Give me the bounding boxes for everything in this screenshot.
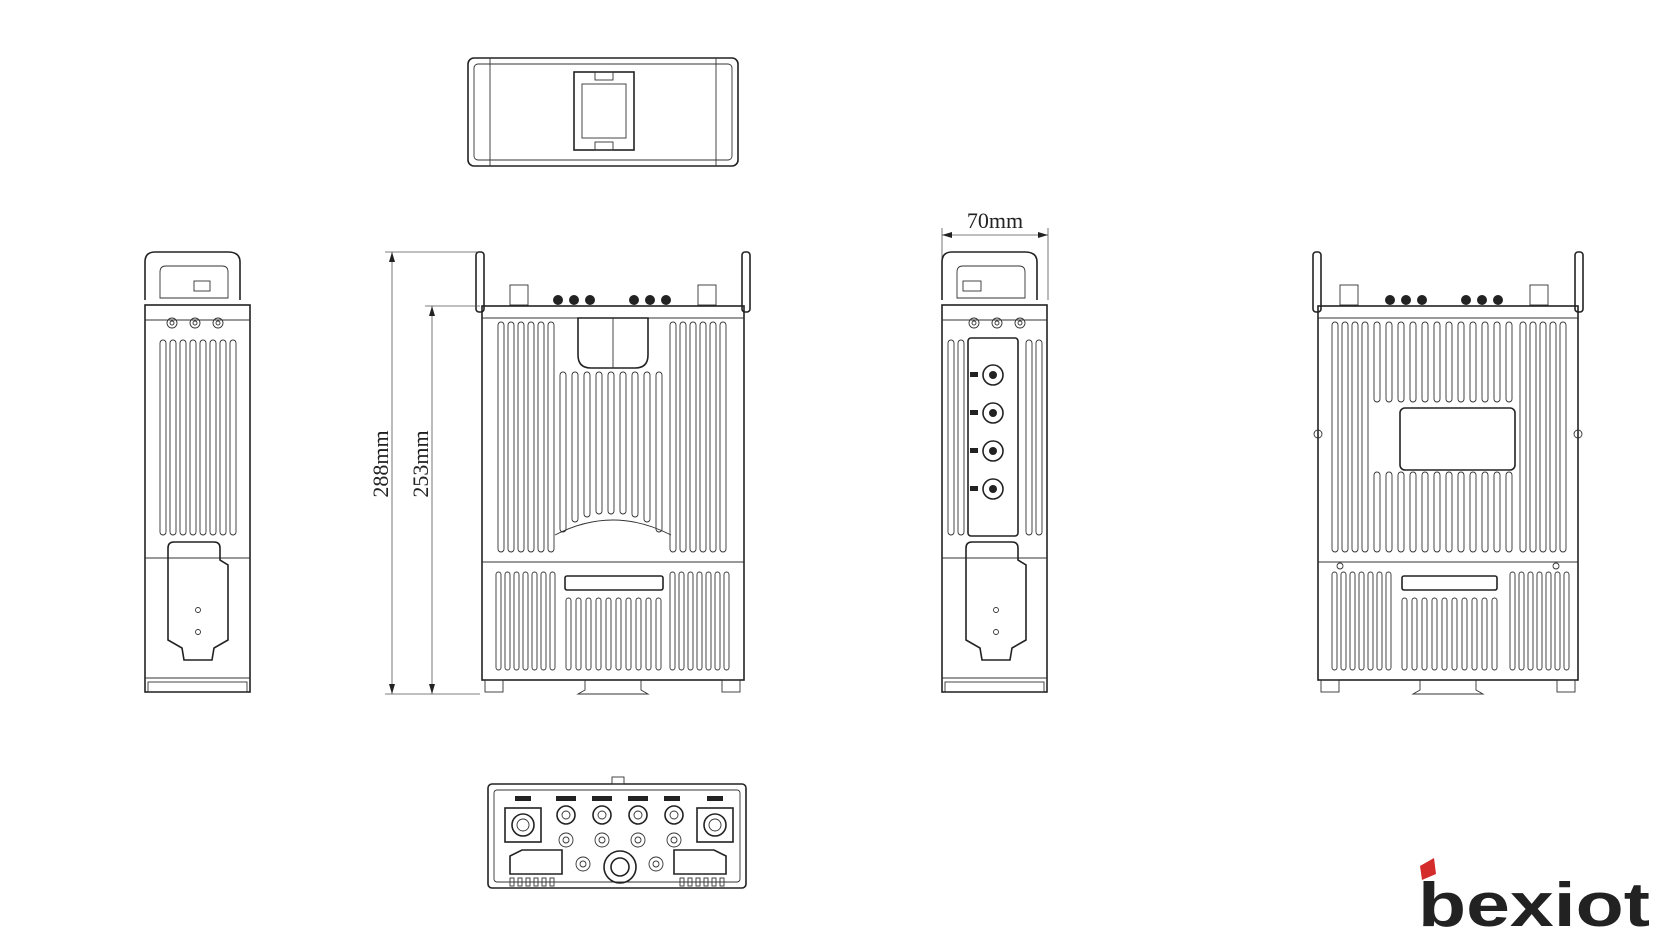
bottom-ports xyxy=(556,796,684,848)
height-dimensions: 288mm 253mm xyxy=(368,251,480,695)
front-view xyxy=(475,251,751,695)
left-side-view xyxy=(144,251,251,693)
bottom-rf-connectors xyxy=(504,796,734,843)
width-label: 70mm xyxy=(967,208,1023,233)
back-view xyxy=(1312,251,1584,695)
label-plate xyxy=(1399,407,1516,471)
side-connectors xyxy=(970,364,1004,500)
svg-text:bexiot: bexiot xyxy=(1418,871,1650,940)
top-view xyxy=(467,57,739,167)
bottom-view xyxy=(487,776,747,889)
back-fins xyxy=(1331,321,1567,553)
bottom-vents xyxy=(509,877,725,887)
left-side-fins xyxy=(159,339,237,536)
bexiot-logo: bexiot xyxy=(1418,858,1650,940)
height-overall-label: 288mm xyxy=(368,430,393,497)
front-upper-fins xyxy=(497,321,727,553)
logo-red-mark xyxy=(1420,858,1436,880)
front-lower-fins xyxy=(495,571,730,671)
right-side-view xyxy=(941,251,1048,693)
height-body-label: 253mm xyxy=(408,430,433,497)
back-lower-fins xyxy=(1331,571,1570,671)
width-dimension: 70mm xyxy=(941,208,1049,300)
